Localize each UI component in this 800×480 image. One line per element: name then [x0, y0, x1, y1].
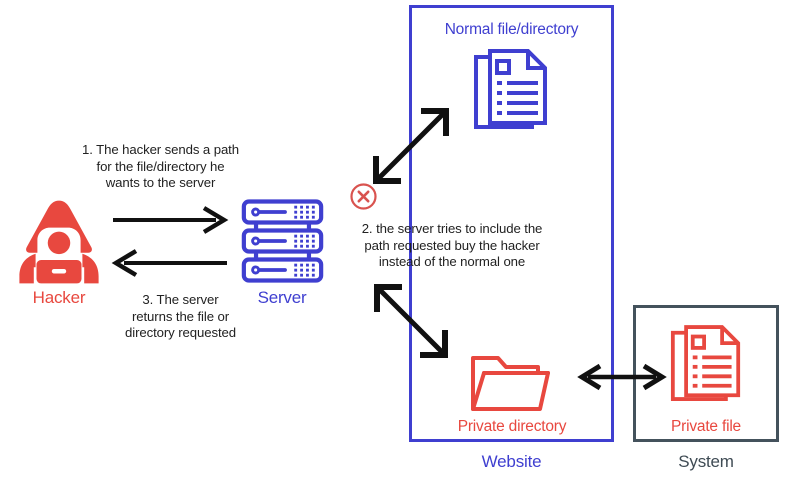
arrow-server-to-normal-file — [370, 105, 452, 187]
folder-icon — [470, 352, 556, 417]
server-label: Server — [257, 288, 307, 307]
step-3-text: 3. The server returns the file or direct… — [125, 292, 236, 340]
circle-x-icon — [349, 182, 378, 211]
arrow-hacker-to-server — [110, 205, 230, 235]
arrow-private-directory-to-private-file — [577, 363, 667, 391]
system-container — [633, 305, 779, 442]
hacker-label: Hacker — [32, 288, 86, 307]
private-file-label: Private file — [671, 418, 741, 435]
website-label: Website — [481, 452, 542, 471]
document-stack-icon-normal — [473, 48, 549, 132]
arrow-server-to-private-directory — [372, 282, 450, 360]
document-stack-icon-private — [670, 324, 742, 404]
hacker-icon — [14, 197, 104, 287]
step-2-text: 2. the server tries to include the path … — [361, 221, 543, 269]
arrow-server-to-hacker — [110, 248, 230, 278]
step-1-text: 1. The hacker sends a path for the file/… — [82, 142, 239, 190]
normal-file-label: Normal file/directory — [444, 21, 579, 38]
system-label: System — [678, 452, 734, 471]
website-container — [409, 5, 614, 442]
private-directory-label: Private directory — [457, 418, 567, 435]
server-rack-icon — [240, 199, 325, 283]
